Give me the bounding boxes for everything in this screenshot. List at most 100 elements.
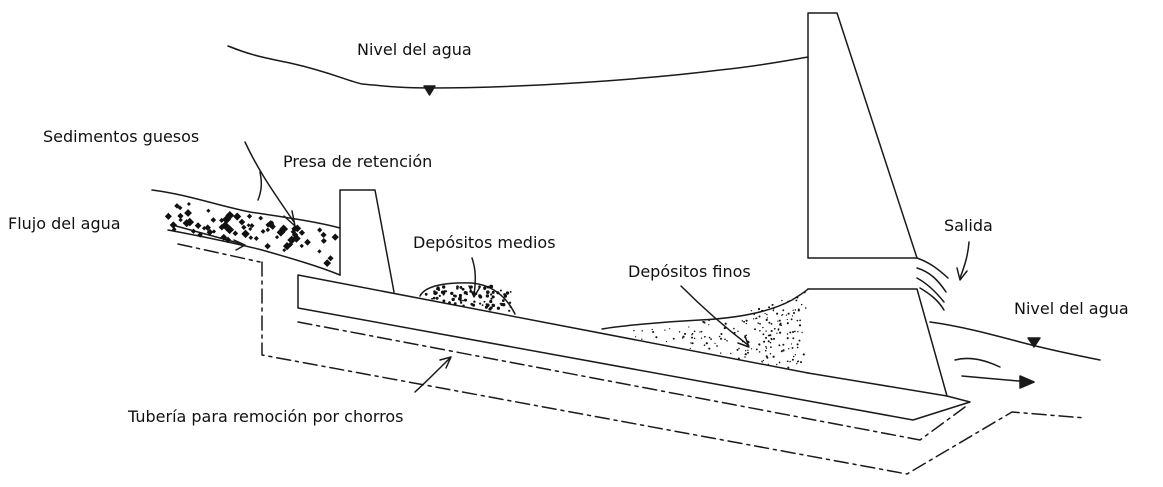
fine-deposit-dot (786, 333, 789, 335)
fine-deposit-dot (758, 351, 761, 353)
fine-deposit-dot (778, 319, 781, 322)
fine-deposit-dot (720, 332, 723, 336)
fine-deposit-dot (796, 296, 799, 299)
fine-deposit-dot (761, 309, 764, 312)
coarse-stone (232, 230, 239, 237)
fine-deposit-dot (634, 336, 637, 338)
medium-deposit-dot (453, 302, 457, 306)
fine-deposit-dot (651, 328, 653, 331)
fine-deposit-dot (767, 363, 770, 365)
coarse-stone (290, 229, 296, 235)
fine-deposit-dot (747, 349, 749, 352)
coarse-stone (169, 221, 178, 229)
fine-deposit-dot (782, 303, 784, 305)
fine-deposit-dot (800, 361, 802, 364)
medium-deposit-dot (473, 300, 476, 303)
outlet-jet-1 (916, 257, 949, 279)
medium-deposit-dot (465, 291, 468, 294)
coarse-stone (292, 234, 301, 243)
fine-deposit-dot (769, 334, 772, 337)
pointer-coarse-sediments (244, 141, 295, 223)
pointer-fine-deposits (680, 285, 749, 346)
coarse-stone (241, 224, 247, 231)
medium-deposit-dot (440, 290, 445, 294)
medium-deposit-dot (503, 293, 506, 296)
medium-deposit-dot (424, 292, 428, 296)
medium-deposit-dot (442, 299, 446, 303)
medium-deposit-dot (432, 296, 436, 300)
coarse-stone (201, 226, 207, 231)
fine-deposit-dot (786, 337, 789, 340)
medium-deposit-dot (485, 294, 490, 298)
fine-deposit-dot (778, 361, 781, 364)
medium-deposit-dot (461, 287, 465, 291)
medium-deposit-dot (490, 297, 493, 300)
fine-deposit-dot (779, 322, 782, 325)
medium-deposit-dot (490, 293, 493, 296)
coarse-stone (327, 255, 334, 262)
coarse-stone (279, 224, 289, 234)
coarse-stone (206, 228, 214, 236)
water-level-marker-top (423, 85, 436, 96)
fine-deposit-dot (708, 324, 710, 326)
fine-deposit-dot (778, 344, 781, 347)
medium-deposit-dot (456, 287, 459, 290)
fine-deposit-dot (641, 330, 643, 332)
fine-deposit-dot (693, 337, 696, 340)
fine-deposit-dot (745, 319, 748, 322)
fine-deposit-dot (744, 353, 747, 356)
coarse-stone (246, 223, 251, 228)
fine-deposit-dot (769, 353, 772, 355)
fine-deposit-dot (791, 346, 794, 349)
fine-deposit-dot (736, 348, 739, 351)
fine-deposit-dot (792, 311, 796, 315)
label-jet-pipe: Tubería para remoción por chorros (128, 407, 404, 426)
fine-deposit-dot (691, 342, 694, 345)
pointer-jet-pipe (414, 357, 451, 393)
coarse-stone (210, 217, 217, 223)
outlet-jet-2 (916, 267, 947, 293)
fine-deposit-dot (792, 337, 795, 340)
fine-deposit-dot (744, 336, 747, 339)
coarse-stone (331, 233, 339, 241)
coarse-stone (264, 242, 271, 250)
fine-deposit-dot (682, 335, 685, 338)
fine-deposit-dot (802, 353, 805, 356)
fine-deposit-dot (724, 322, 727, 325)
fine-deposit-dot (753, 318, 755, 320)
fine-deposit-dot (763, 340, 766, 343)
fine-deposit-dot (772, 309, 775, 312)
fine-deposit-dot (762, 359, 765, 362)
fine-deposit-dot (773, 327, 776, 330)
pointer-check-dam (257, 171, 263, 201)
coarse-stone (317, 249, 322, 254)
coarse-stone (220, 233, 228, 241)
reservoir-bed (297, 274, 971, 421)
fine-deposit-dot (716, 345, 718, 347)
coarse-stone (320, 237, 327, 244)
fine-deposit-dot (791, 315, 794, 317)
fine-deposit-dot (795, 299, 798, 302)
label-fine-deposits: Depósitos finos (628, 262, 751, 281)
fine-deposit-dot (765, 345, 767, 348)
fine-deposit-dot (787, 348, 790, 350)
medium-deposit-dot (491, 295, 495, 299)
fine-deposit-dot (782, 314, 784, 316)
fine-deposit-dot (798, 339, 801, 342)
medium-deposit-dot (469, 290, 473, 293)
medium-deposit-dot (509, 305, 512, 308)
label-water-level-top: Nivel del agua (357, 40, 472, 59)
fine-deposit-dot (779, 331, 782, 334)
coarse-stone (204, 224, 211, 231)
fine-deposit-dot (762, 326, 764, 329)
fine-deposit-dot (789, 331, 792, 334)
coarse-stone (320, 231, 327, 238)
coarse-stone (177, 205, 183, 211)
coarse-stone (220, 221, 230, 230)
coarse-stone (248, 235, 254, 240)
fine-deposit-dot (789, 360, 791, 363)
label-check-dam: Presa de retención (283, 152, 433, 171)
medium-deposit-dot (479, 302, 482, 305)
medium-deposit-dot (478, 295, 483, 299)
coarse-stone (299, 243, 304, 249)
